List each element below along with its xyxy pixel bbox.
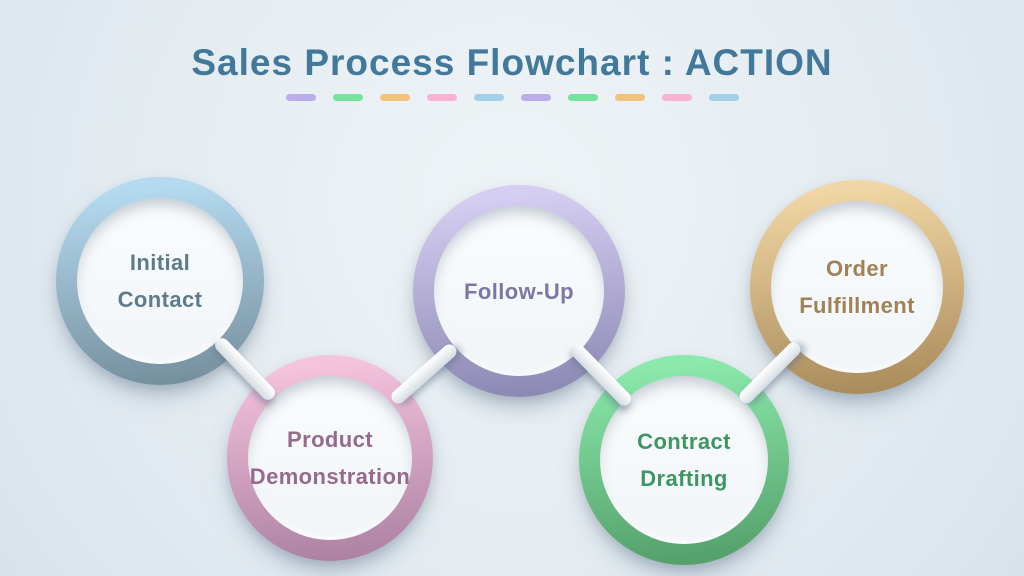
node-label-line: Drafting [640, 466, 728, 491]
page-title: Sales Process Flowchart : ACTION [191, 42, 833, 83]
divider-dash [332, 94, 363, 101]
divider-dash [473, 94, 504, 101]
node-label: Initial Contact [118, 244, 203, 318]
node-label: Contract Drafting [637, 423, 731, 497]
node-label: Order Fulfillment [799, 250, 915, 324]
node-label-line: Demonstration [249, 464, 411, 489]
node-initial-contact: Initial Contact [56, 177, 264, 385]
node-label-line: Order [826, 256, 888, 281]
divider-dash [379, 94, 410, 101]
node-label-line: Initial [129, 250, 191, 275]
divider-dash [285, 94, 316, 101]
node-inner: Follow-Up [434, 206, 604, 376]
divider-dash [426, 94, 457, 101]
node-label-line: Follow-Up [464, 278, 574, 304]
node-inner: Contract Drafting [600, 376, 768, 544]
node-label: Product Demonstration [250, 421, 410, 495]
node-label-line: Contact [117, 287, 203, 312]
node-label-line: Contract [637, 429, 731, 454]
node-inner: Order Fulfillment [771, 201, 943, 373]
node-ring: Product Demonstration [227, 355, 433, 561]
divider-dash [520, 94, 551, 101]
node-label-line: Fulfillment [799, 293, 915, 318]
node-label-line: Product [287, 427, 373, 452]
divider-dash [614, 94, 645, 101]
node-product-demonstration: Product Demonstration [227, 355, 433, 561]
node-ring: Initial Contact [56, 177, 264, 385]
node-inner: Product Demonstration [248, 376, 412, 540]
divider-dash [567, 94, 598, 101]
divider-dash [661, 94, 692, 101]
title-divider [0, 94, 1024, 101]
divider-dash [708, 94, 739, 101]
node-inner: Initial Contact [77, 198, 243, 364]
node-label: Follow-Up [464, 273, 574, 310]
